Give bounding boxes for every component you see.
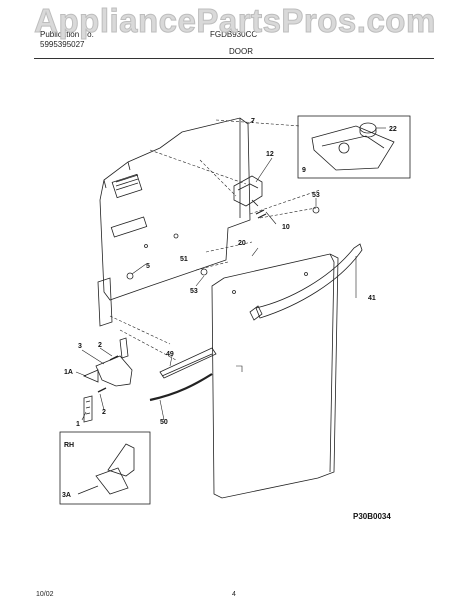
header-rule: [34, 58, 434, 59]
callout-2-top: 2: [98, 342, 102, 349]
callout-22: 22: [389, 126, 397, 133]
callout-1: 1: [76, 421, 80, 428]
door-handle: [255, 243, 363, 319]
callout-20: 20: [238, 240, 246, 247]
model-number: FGDB930CC: [210, 30, 258, 39]
callout-41: 41: [368, 295, 376, 302]
callout-49: 49: [166, 351, 174, 358]
callout-53-top: 53: [312, 192, 320, 199]
inset-box-rh: [59, 431, 151, 505]
diagram-code: P30B0034: [353, 512, 391, 521]
callout-2-bottom: 2: [102, 409, 106, 416]
door-latch: [233, 175, 263, 207]
section-title: DOOR: [229, 47, 253, 56]
hinge-cable: [149, 373, 213, 402]
hinge-spring: [83, 395, 93, 423]
callout-9: 9: [302, 167, 306, 174]
publication-label: Publication No.: [40, 30, 94, 39]
callout-10: 10: [282, 224, 290, 231]
inset-box-vent: [297, 115, 411, 179]
callout-3: 3: [78, 343, 82, 350]
footer-page-number: 4: [232, 591, 236, 598]
tub-panel-edge: [103, 118, 241, 218]
callout-rh: RH: [64, 442, 74, 449]
panel-slot: [110, 216, 148, 238]
vent-slots: [111, 173, 143, 199]
callout-1a: 1A: [64, 369, 73, 376]
callout-12: 12: [266, 151, 274, 158]
callout-7: 7: [251, 118, 255, 125]
callout-5: 5: [146, 263, 150, 270]
panel-bracket: [97, 277, 113, 327]
callout-50: 50: [160, 419, 168, 426]
hinge-bracket: [95, 355, 133, 387]
tub-side-panel: [99, 117, 251, 301]
callout-53-mid: 53: [190, 288, 198, 295]
callout-3a: 3A: [62, 492, 71, 499]
footer-date: 10/02: [36, 591, 54, 598]
publication-number: 5995395027: [40, 40, 85, 49]
callout-51: 51: [180, 256, 188, 263]
